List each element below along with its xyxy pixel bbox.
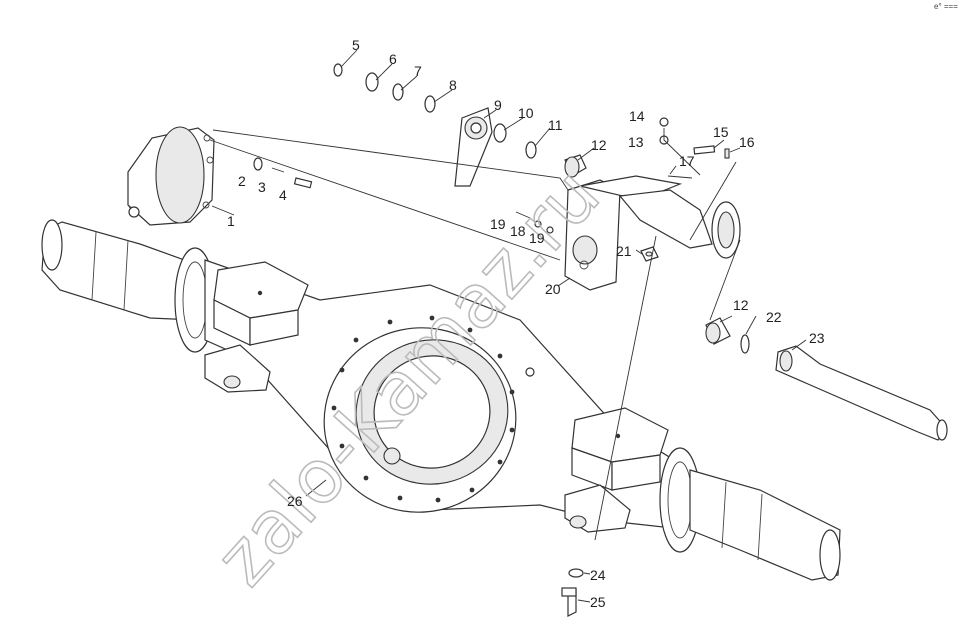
callout-22: 22 [766, 309, 782, 325]
washers [493, 123, 537, 159]
callout-17: 17 [679, 153, 695, 169]
slack-adjuster [454, 107, 493, 187]
callout-24: 24 [590, 567, 606, 583]
clevis-pins [253, 157, 313, 189]
callout-8: 8 [449, 77, 457, 93]
callout-5: 5 [352, 37, 360, 53]
callout-9: 9 [494, 97, 502, 113]
brake-chamber [127, 126, 215, 226]
callout-7: 7 [414, 63, 422, 79]
washer-bolt-24-25 [561, 568, 584, 617]
callout-3: 3 [258, 179, 266, 195]
callout-19-left: 19 [490, 216, 506, 232]
callout-labels: 1 2 3 4 5 6 7 8 9 10 11 12 13 14 15 16 1… [227, 37, 825, 610]
callout-25: 25 [590, 594, 606, 610]
callout-1: 1 [227, 213, 235, 229]
ring-set [333, 63, 436, 113]
callout-11: 11 [548, 117, 563, 133]
callout-12-upper: 12 [591, 137, 607, 153]
washer-21 [640, 246, 659, 262]
callout-13: 13 [628, 134, 644, 150]
axle-housing [41, 219, 841, 581]
callout-26: 26 [287, 493, 303, 509]
callout-6: 6 [389, 51, 397, 67]
pins-18-19 [515, 211, 554, 234]
bush-upper [564, 154, 587, 178]
corner-mark: e° === [934, 2, 958, 11]
callout-4: 4 [279, 187, 287, 203]
callout-15: 15 [713, 124, 729, 140]
callout-10: 10 [518, 105, 534, 121]
callout-2: 2 [238, 173, 246, 189]
callout-19-right: 19 [529, 230, 545, 246]
camshaft-assembly [705, 317, 948, 441]
callout-23: 23 [809, 330, 825, 346]
callout-18: 18 [510, 223, 526, 239]
callout-20: 20 [545, 281, 561, 297]
callout-21: 21 [616, 243, 632, 259]
callout-14: 14 [629, 108, 645, 124]
callout-16: 16 [739, 134, 755, 150]
leader-lines [209, 49, 807, 603]
camshaft-bracket [564, 175, 741, 291]
callout-12-lower: 12 [733, 297, 749, 313]
